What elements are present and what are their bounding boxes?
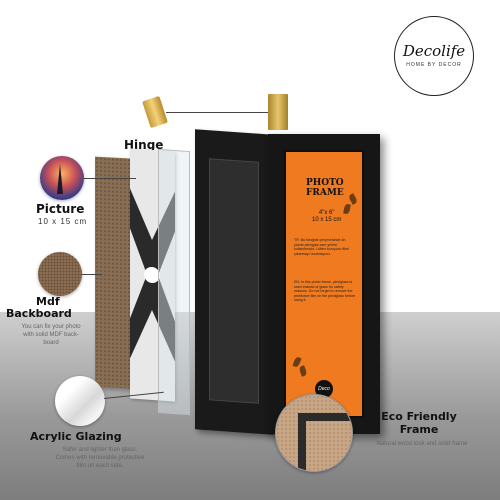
acrylic-desc-line3: film on each side. bbox=[76, 463, 124, 469]
acrylic-title: Acrylic Glazing bbox=[30, 430, 122, 443]
mdf-title-line1: Mdf bbox=[36, 295, 60, 308]
acrylic-desc-line1: Safer and lighter than glass. bbox=[62, 447, 138, 453]
leaf-icon bbox=[298, 365, 308, 377]
mdf-desc-line2: with solid MDF back- bbox=[23, 332, 79, 338]
frame-right-panel: PHOTO FRAME 4"x 6" 10 x 15 cm TR: Bu fot… bbox=[268, 134, 380, 434]
mdf-title-2: Backboard bbox=[6, 308, 72, 320]
leaf-icon bbox=[347, 193, 359, 205]
hinge-leader bbox=[166, 112, 268, 113]
picture-size: 10 x 15 cm bbox=[38, 217, 88, 226]
insert-text-en: EN: In this photo frame, plexiglass is u… bbox=[294, 280, 356, 302]
mdf-circle bbox=[38, 252, 82, 296]
acrylic-desc-line2: Comes with removable protective bbox=[55, 455, 145, 461]
picture-sheet-image bbox=[130, 148, 175, 402]
insert-text-tr: TR: Bu fotoğraf çerçevesinde ön yüzde pl… bbox=[294, 238, 349, 256]
leaf-icon bbox=[343, 203, 351, 215]
eco-title-line2: Frame bbox=[399, 423, 439, 436]
insert-title-line2: FRAME bbox=[306, 188, 344, 198]
insert-logo: Deco bbox=[315, 380, 333, 398]
eiffel-tower-icon bbox=[57, 164, 63, 194]
eco-title: Eco Friendly Frame bbox=[364, 410, 474, 436]
mdf-desc-line3: board bbox=[43, 340, 59, 346]
picture-title: Picture bbox=[36, 202, 85, 216]
brand-tagline: HOME BY DECOR bbox=[406, 62, 462, 68]
picture-circle bbox=[40, 156, 84, 200]
frame-left-recess bbox=[209, 158, 259, 404]
insert-size-inches: 4"x 6" bbox=[318, 210, 335, 216]
picture-leader bbox=[84, 178, 136, 179]
brand-logo: Decolife HOME BY DECOR bbox=[394, 16, 474, 96]
insert-size-cm: 10 x 15 cm bbox=[312, 217, 342, 223]
mdf-desc-line1: You can fix your photo bbox=[21, 324, 81, 330]
insert-size: 4"x 6" 10 x 15 cm bbox=[312, 210, 341, 224]
insert-title-line1: PHOTO bbox=[306, 178, 344, 188]
frame-corner-detail bbox=[298, 413, 352, 471]
acrylic-circle bbox=[55, 376, 105, 426]
mdf-title-line2: Backboard bbox=[6, 307, 72, 320]
acrylic-glazing-image bbox=[158, 148, 190, 416]
orange-insert-card: PHOTO FRAME 4"x 6" 10 x 15 cm TR: Bu fot… bbox=[284, 150, 364, 418]
eco-title-line1: Eco Friendly bbox=[381, 410, 457, 423]
pattern-art bbox=[130, 188, 175, 362]
hinge-post-image bbox=[268, 94, 288, 130]
eco-frame-circle bbox=[275, 394, 353, 472]
hinge-icon bbox=[142, 95, 168, 129]
eco-description: Natural wood look and solid frame bbox=[376, 441, 468, 447]
frame-left-panel bbox=[195, 129, 273, 435]
mdf-description: You can fix your photo with solid MDF ba… bbox=[16, 323, 86, 347]
mdf-leader bbox=[82, 274, 102, 275]
insert-title: PHOTO FRAME bbox=[306, 178, 344, 198]
brand-name: Decolife bbox=[402, 42, 466, 60]
acrylic-description: Safer and lighter than glass. Comes with… bbox=[40, 446, 160, 470]
mdf-title: Mdf bbox=[36, 296, 60, 308]
